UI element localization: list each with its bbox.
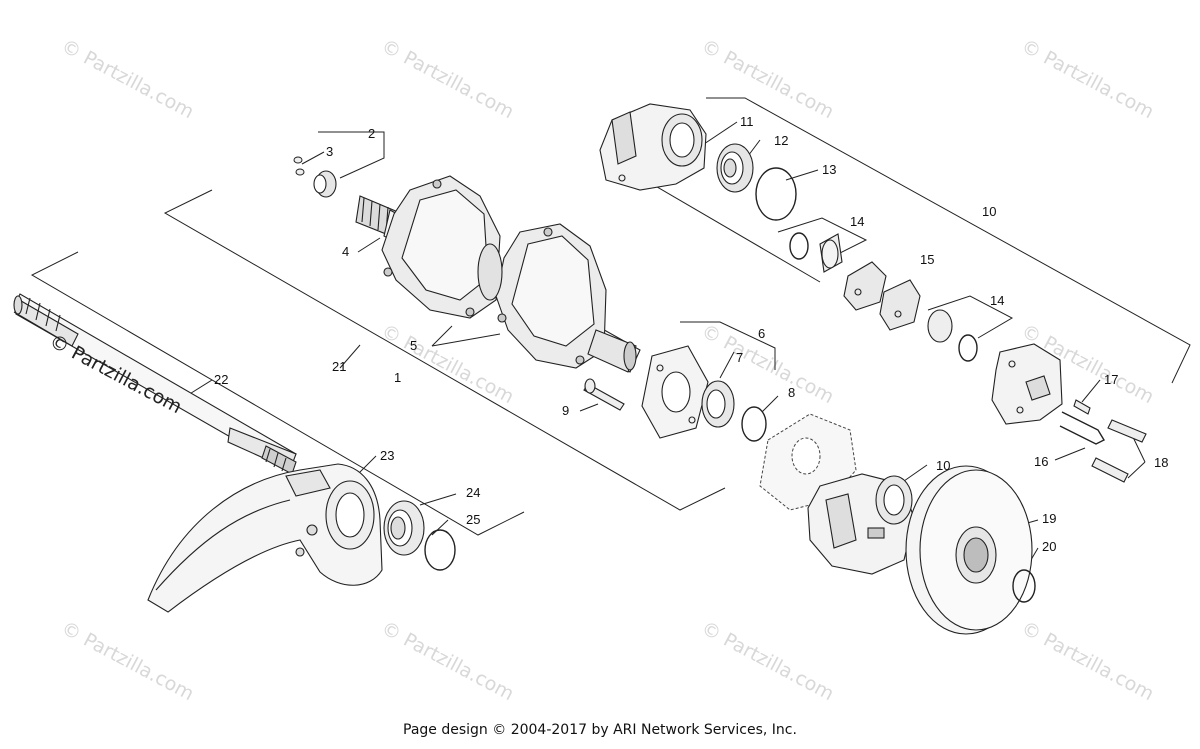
callout-5: 5 xyxy=(410,338,417,353)
watermark: © Partzilla.com xyxy=(1018,35,1158,123)
callout-23: 23 xyxy=(380,448,394,463)
watermark: © Partzilla.com xyxy=(58,617,198,705)
watermark: © Partzilla.com xyxy=(698,617,838,705)
caliper-housing-upper xyxy=(599,103,707,191)
callout-9: 9 xyxy=(562,403,569,418)
callout-20: 20 xyxy=(1042,539,1056,554)
bracket-2 xyxy=(318,131,385,179)
bushing-2 xyxy=(313,170,337,198)
drive-axle xyxy=(355,175,641,373)
bracket-14a xyxy=(777,217,868,259)
group-brackets xyxy=(30,97,1191,536)
snap-ring-20 xyxy=(1012,569,1036,603)
watermark: © Partzilla.com xyxy=(378,617,518,705)
bracket-14b xyxy=(927,295,1014,339)
flange-plate-6 xyxy=(641,345,709,439)
o-ring-13 xyxy=(755,167,797,221)
callout-25: 25 xyxy=(466,512,480,527)
bracket-21 xyxy=(30,251,525,536)
leader-lines xyxy=(187,121,1146,576)
bracket-1 xyxy=(163,189,726,511)
spring-clip-16 xyxy=(1059,411,1105,445)
callout-24: 24 xyxy=(466,485,480,500)
brake-disc-19 xyxy=(905,465,1033,635)
bolt-9 xyxy=(583,378,625,411)
drive-shaft xyxy=(13,293,297,475)
callout-7: 7 xyxy=(736,350,743,365)
sleeve-14a xyxy=(789,232,843,273)
callout-2: 2 xyxy=(368,126,375,141)
callout-labels: 1 2 3 4 5 6 7 8 9 10 10 11 12 13 14 14 1… xyxy=(214,114,1168,554)
callout-19: 19 xyxy=(1042,511,1056,526)
callout-14-lower: 14 xyxy=(990,293,1004,308)
callout-12: 12 xyxy=(774,133,788,148)
callout-10-upper: 10 xyxy=(982,204,996,219)
watermark: © Partzilla.com xyxy=(1018,617,1158,705)
callout-21: 21 xyxy=(332,359,346,374)
brake-pads-15 xyxy=(843,261,921,331)
housing-arm xyxy=(147,463,383,613)
footer-copyright: Page design © 2004-2017 by ARI Network S… xyxy=(403,722,797,738)
callout-17: 17 xyxy=(1104,372,1118,387)
bracket-6 xyxy=(680,321,776,370)
fasteners-3 xyxy=(293,156,305,176)
callout-18: 18 xyxy=(1154,455,1168,470)
callout-8: 8 xyxy=(788,385,795,400)
callout-11: 11 xyxy=(740,114,754,129)
callout-6: 6 xyxy=(758,326,765,341)
callout-16: 16 xyxy=(1034,454,1048,469)
snap-ring-25 xyxy=(424,529,456,571)
bolts-18 xyxy=(1091,419,1147,483)
callout-4: 4 xyxy=(342,244,349,259)
seal-7 xyxy=(701,380,735,428)
caliper-half-right xyxy=(991,343,1063,425)
bearing-12 xyxy=(716,143,754,193)
callout-22: 22 xyxy=(214,372,228,387)
watermark: © Partzilla.com xyxy=(378,35,518,123)
callout-1: 1 xyxy=(394,370,401,385)
sleeve-14b xyxy=(927,309,978,362)
watermark: © Partzilla.com xyxy=(378,320,518,408)
ring-8 xyxy=(741,406,767,442)
callout-14-upper: 14 xyxy=(850,214,864,229)
pin-17 xyxy=(1073,399,1091,415)
callout-15: 15 xyxy=(920,252,934,267)
watermark: © Partzilla.com xyxy=(58,35,198,123)
callout-13: 13 xyxy=(822,162,836,177)
caliper-housing-lower xyxy=(807,473,915,575)
bearing-24 xyxy=(383,500,425,556)
callout-10-lower: 10 xyxy=(936,458,950,473)
callout-3: 3 xyxy=(326,144,333,159)
bracket-10 xyxy=(706,97,1191,384)
